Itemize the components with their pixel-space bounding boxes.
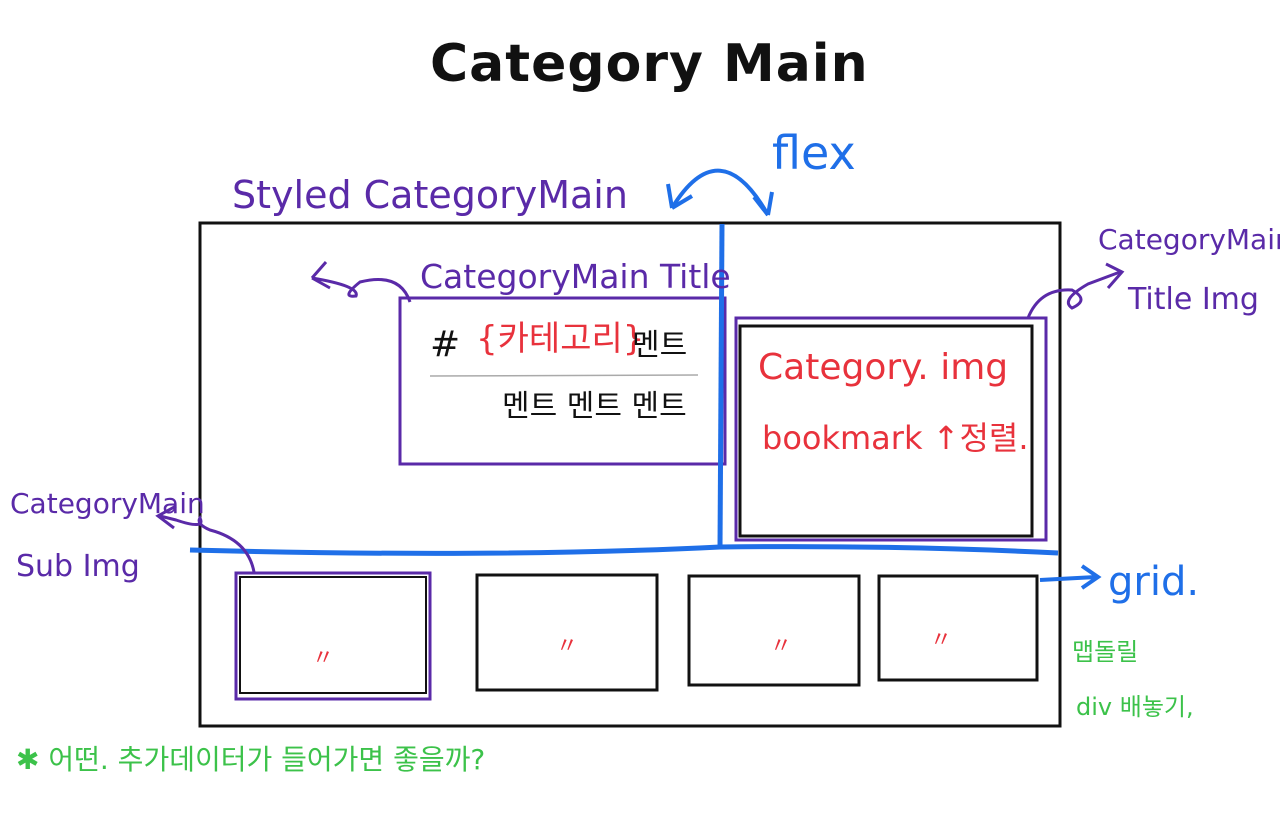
category-main-title-label: CategoryMain Title (420, 257, 731, 296)
grid-divider-line (189, 544, 1059, 556)
sub-img-label-arrow (155, 504, 256, 573)
category-main-title-box (398, 296, 727, 466)
sub-img-ditto-3: 〃 (770, 634, 793, 659)
grid-arrow (1039, 564, 1102, 590)
grid-note-line1: 맵돌릴 (1072, 638, 1139, 666)
sub-img-ditto-1: 〃 (312, 646, 335, 671)
sub-img-box-4 (877, 574, 1039, 682)
category-main-title-img-label-line2: Title Img (1128, 282, 1259, 317)
title-img-text-line1: Category. img (758, 347, 1009, 388)
title-subtitle: 멘트 멘트 멘트 (502, 389, 687, 424)
category-main-sub-img-label-line2: Sub Img (16, 549, 140, 584)
grid-note-line2: div 배놓기, (1076, 693, 1194, 721)
flex-arrow-head-left (666, 183, 694, 210)
bottom-note: ✱ 어떤. 추가데이터가 들어가면 좋을까? (16, 743, 486, 776)
title-hash: # (430, 324, 461, 365)
styled-category-main-box (198, 221, 1062, 728)
flex-arrow-head-right (752, 191, 774, 217)
title-divider (429, 374, 699, 377)
sub-img-ditto-4: 〃 (930, 628, 953, 653)
sub-img-box-2 (475, 573, 659, 692)
category-main-title-img-box (738, 324, 1034, 538)
category-main-title-img-box-outer (734, 316, 1048, 542)
sub-img-box-1 (239, 576, 427, 694)
styled-category-main-label: Styled CategoryMain (232, 173, 628, 217)
category-main-sub-img-label: CategoryMain (10, 487, 205, 520)
grid-label: grid. (1108, 559, 1200, 605)
flex-divider-line (717, 223, 725, 549)
title-img-text-line2: bookmark ↑정렬. (762, 419, 1029, 457)
flex-arrow (670, 168, 770, 216)
flex-label: flex (772, 126, 856, 180)
sub-img-box-1-outer (234, 571, 432, 701)
page-title: Category Main (430, 34, 869, 94)
sub-img-box-3 (687, 574, 861, 687)
title-label-arrow (310, 261, 412, 303)
title-suffix: 멘트 (632, 328, 688, 363)
title-img-label-arrow (1026, 262, 1125, 319)
sub-img-ditto-2: 〃 (556, 634, 579, 659)
category-main-title-img-label: CategoryMain (1098, 223, 1280, 256)
title-category-variable: {카테고리} (476, 319, 645, 359)
